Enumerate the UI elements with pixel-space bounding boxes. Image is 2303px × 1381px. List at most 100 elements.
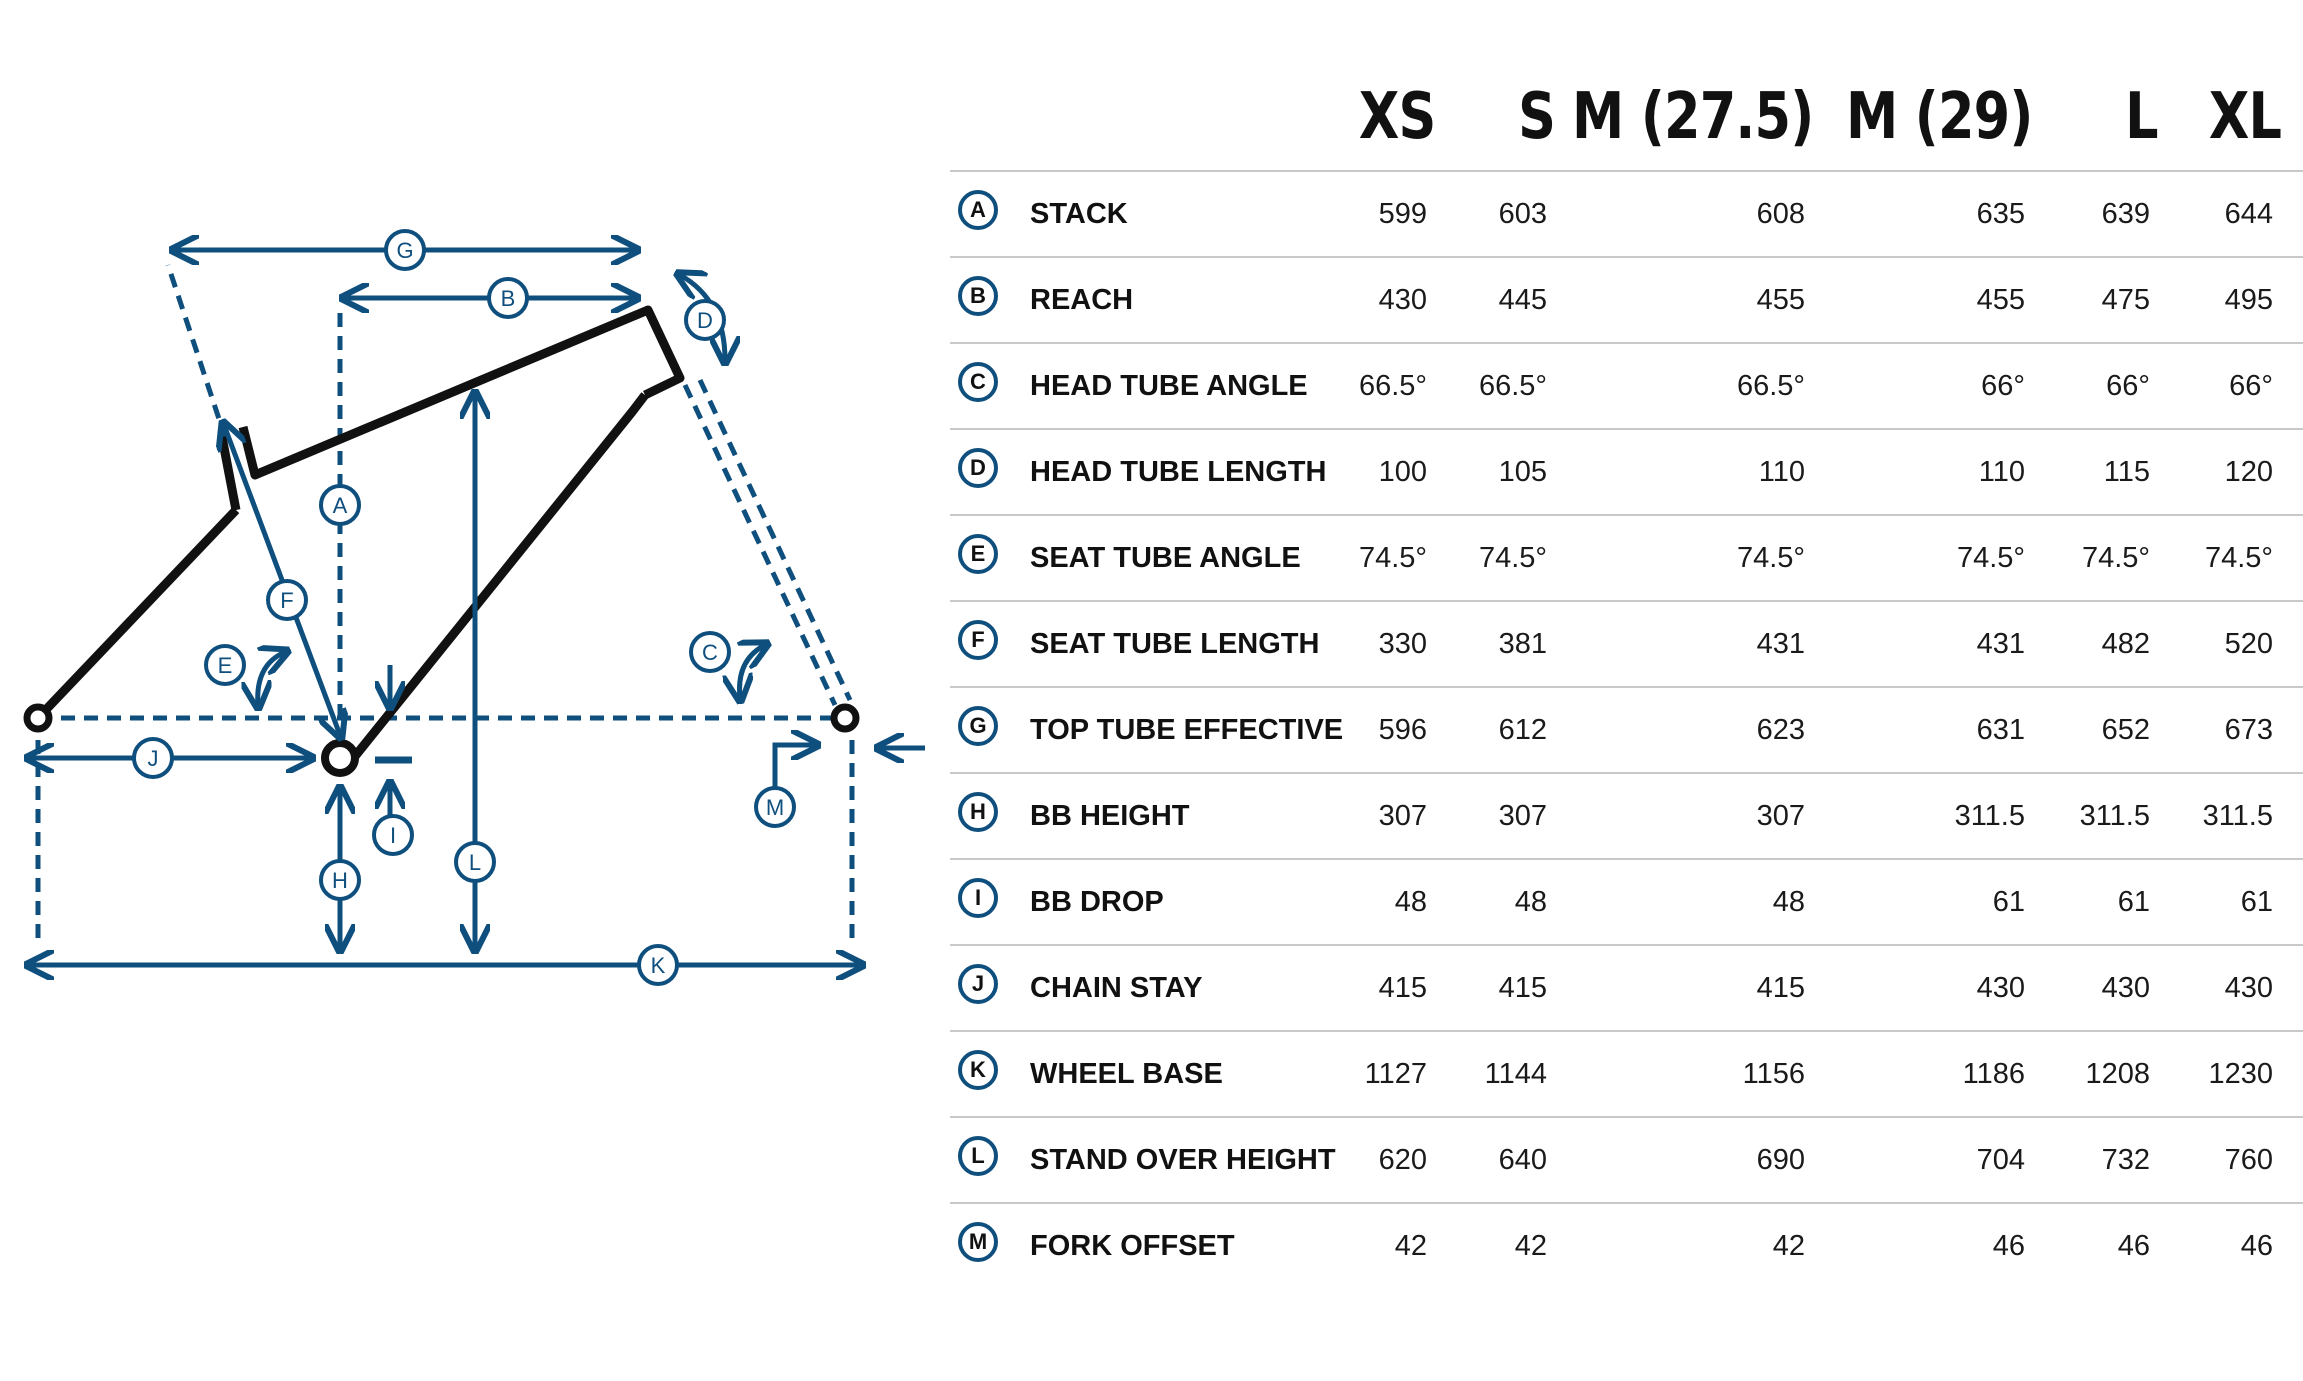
table-cell: 599 bbox=[1378, 198, 1427, 230]
table-cell: 475 bbox=[2101, 284, 2150, 316]
table-cell: 66.5° bbox=[1478, 370, 1547, 402]
table-cell: 673 bbox=[2224, 714, 2273, 746]
row-label: SEAT TUBE ANGLE bbox=[1030, 542, 1301, 574]
row-label: HEAD TUBE ANGLE bbox=[1030, 370, 1308, 402]
dim-badge-g: G bbox=[384, 229, 426, 271]
table-divider bbox=[950, 428, 2303, 430]
row-label: STAND OVER HEIGHT bbox=[1030, 1144, 1336, 1176]
row-letter-badge: K bbox=[958, 1050, 998, 1090]
top-tube bbox=[238, 305, 685, 480]
row-label: FORK OFFSET bbox=[1030, 1230, 1235, 1262]
dim-m-line bbox=[772, 745, 815, 790]
table-cell: 640 bbox=[1498, 1144, 1547, 1176]
table-cell: 596 bbox=[1378, 714, 1427, 746]
table-cell: 42 bbox=[1772, 1230, 1805, 1262]
table-divider bbox=[950, 858, 2303, 860]
row-letter-badge: C bbox=[958, 362, 998, 402]
size-header-1: S bbox=[1518, 80, 1556, 154]
row-label: REACH bbox=[1030, 284, 1134, 316]
table-cell: 61 bbox=[2240, 886, 2273, 918]
table-cell: 430 bbox=[2101, 972, 2150, 1004]
table-cell: 42 bbox=[1394, 1230, 1427, 1262]
row-letter-badge: I bbox=[958, 878, 998, 918]
row-label: WHEEL BASE bbox=[1030, 1058, 1223, 1090]
dim-badge-e: E bbox=[204, 644, 246, 686]
table-cell: 74.5° bbox=[1956, 542, 2025, 574]
table-cell: 307 bbox=[1498, 800, 1547, 832]
table-cell: 760 bbox=[2224, 1144, 2273, 1176]
row-letter-badge: D bbox=[958, 448, 998, 488]
dim-badge-label: B bbox=[501, 286, 516, 311]
row-label: TOP TUBE EFFECTIVE bbox=[1030, 714, 1344, 746]
table-cell: 61 bbox=[1992, 886, 2025, 918]
row-letter-badge: F bbox=[958, 620, 998, 660]
dim-badge-l: L bbox=[454, 841, 496, 883]
table-cell: 1186 bbox=[1962, 1058, 2025, 1090]
table-cell: 311.5 bbox=[1954, 800, 2025, 832]
top-tube-guide bbox=[165, 264, 229, 441]
table-cell: 115 bbox=[2103, 456, 2150, 488]
table-cell: 1156 bbox=[1742, 1058, 1805, 1090]
table-cell: 482 bbox=[2101, 628, 2150, 660]
table-cell: 1208 bbox=[2085, 1058, 2150, 1090]
table-cell: 612 bbox=[1498, 714, 1547, 746]
row-letter-badge: E bbox=[958, 534, 998, 574]
table-cell: 644 bbox=[2224, 198, 2273, 230]
row-label: BB DROP bbox=[1030, 886, 1164, 918]
table-cell: 46 bbox=[1992, 1230, 2025, 1262]
size-header-2: M (27.5) bbox=[1571, 80, 1814, 154]
table-cell: 66.5° bbox=[1358, 370, 1427, 402]
dim-badge-label: G bbox=[396, 238, 413, 263]
dim-badge-j: J bbox=[132, 737, 174, 779]
table-cell: 48 bbox=[1394, 886, 1427, 918]
table-cell: 110 bbox=[1758, 456, 1805, 488]
size-header-5: XL bbox=[2208, 80, 2282, 154]
table-cell: 431 bbox=[1756, 628, 1805, 660]
table-divider bbox=[950, 514, 2303, 516]
table-cell: 381 bbox=[1498, 628, 1547, 660]
table-cell: 105 bbox=[1498, 456, 1547, 488]
dim-badge-label: J bbox=[148, 746, 159, 771]
table-divider bbox=[950, 170, 2303, 172]
table-cell: 623 bbox=[1756, 714, 1805, 746]
table-cell: 603 bbox=[1498, 198, 1547, 230]
dim-badge-label: F bbox=[280, 588, 293, 613]
table-cell: 74.5° bbox=[1478, 542, 1547, 574]
table-cell: 1144 bbox=[1484, 1058, 1547, 1090]
bike-frame bbox=[34, 305, 685, 763]
dim-badge-m: M bbox=[754, 786, 796, 828]
table-cell: 330 bbox=[1378, 628, 1427, 660]
table-cell: 48 bbox=[1514, 886, 1547, 918]
dashed-guides bbox=[35, 264, 855, 938]
table-cell: 520 bbox=[2224, 628, 2273, 660]
table-divider bbox=[950, 256, 2303, 258]
size-header-0: XS bbox=[1358, 80, 1435, 154]
row-letter-badge: L bbox=[958, 1136, 998, 1176]
fork-guide-inner bbox=[682, 383, 838, 707]
table-cell: 690 bbox=[1756, 1144, 1805, 1176]
dim-badge-label: I bbox=[390, 823, 396, 848]
table-cell: 455 bbox=[1756, 284, 1805, 316]
row-letter-badge: H bbox=[958, 792, 998, 832]
row-label: BB HEIGHT bbox=[1030, 800, 1190, 832]
table-cell: 42 bbox=[1514, 1230, 1547, 1262]
table-cell: 1230 bbox=[2208, 1058, 2273, 1090]
table-cell: 445 bbox=[1498, 284, 1547, 316]
dim-badge-label: K bbox=[651, 953, 666, 978]
dim-badge-a: A bbox=[319, 484, 361, 526]
dimension-lines bbox=[30, 250, 925, 965]
table-cell: 74.5° bbox=[2204, 542, 2273, 574]
dim-badge-label: E bbox=[218, 653, 233, 678]
